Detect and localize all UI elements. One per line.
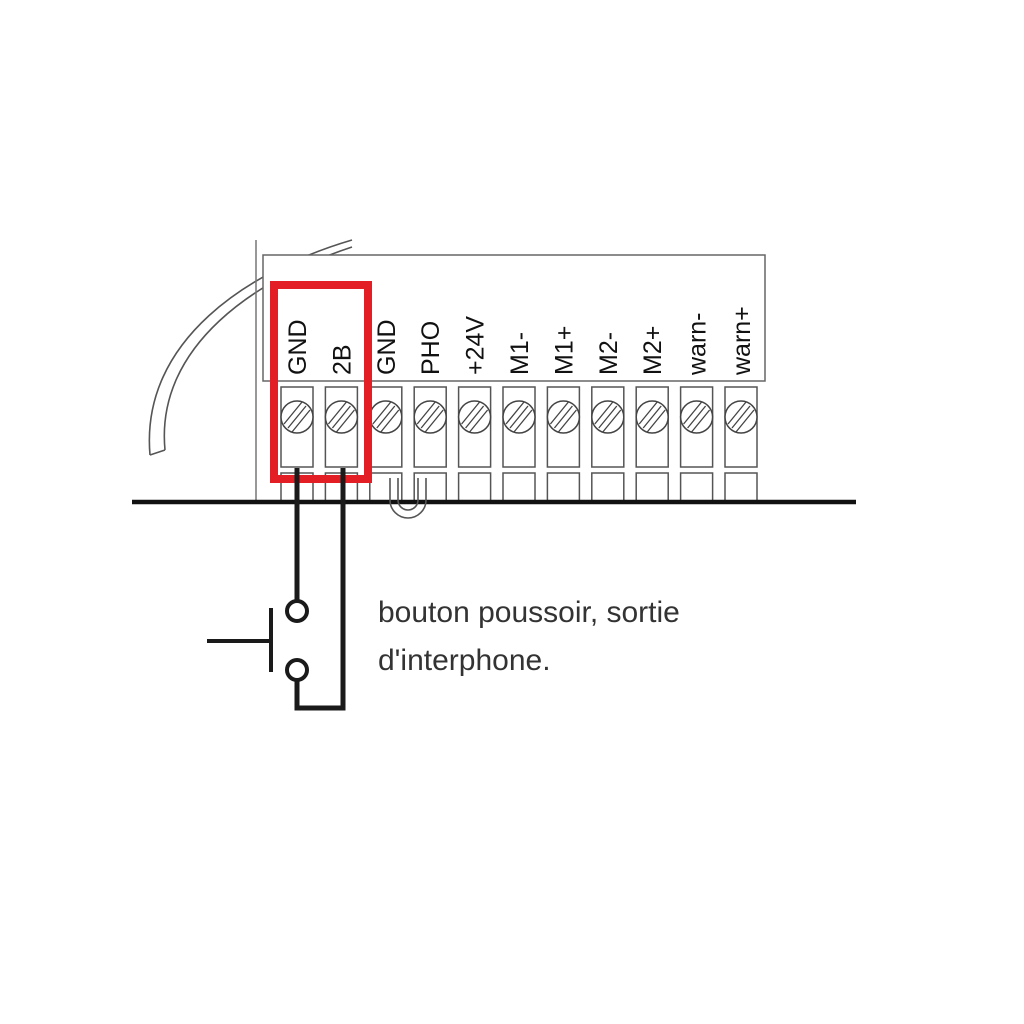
jumper-loop — [389, 478, 427, 519]
terminal-warn-9: warn- — [679, 312, 714, 503]
terminal-base — [546, 472, 581, 503]
terminal-warn-10: warn+ — [724, 306, 758, 503]
terminal-label: PHO — [417, 321, 445, 375]
terminal-m2-7: M2- — [591, 332, 625, 503]
terminal-m1-5: M1- — [502, 332, 536, 503]
terminal-label: GND — [373, 319, 401, 375]
terminal-label: GND — [284, 319, 312, 375]
wire-2b — [294, 468, 346, 711]
highlight-box — [270, 281, 372, 483]
terminal-label: M1+ — [550, 326, 578, 375]
cable — [148, 239, 353, 456]
terminal-base — [369, 472, 403, 503]
terminal-base — [457, 472, 492, 503]
terminal-m2-8: M2+ — [635, 326, 669, 503]
terminal-base — [635, 472, 669, 503]
terminal-label: +24V — [462, 316, 490, 375]
terminal-base — [591, 472, 625, 503]
terminal-label: M1- — [506, 332, 534, 375]
terminal-24v-4: +24V — [457, 316, 492, 503]
terminal-base — [679, 472, 714, 503]
label-panel — [262, 254, 766, 382]
terminal-label: 2B — [328, 344, 356, 375]
switch-contact-bottom — [285, 658, 309, 682]
terminal-label: warn- — [684, 312, 712, 376]
caption-line-1: bouton poussoir, sortie — [378, 596, 680, 629]
terminal-label: warn+ — [728, 306, 756, 376]
terminal-label: M2+ — [639, 326, 667, 375]
terminal-label: M2- — [595, 332, 623, 375]
terminal-base — [724, 472, 758, 503]
caption-line-2: d'interphone. — [378, 644, 551, 677]
terminal-gnd-2: GND — [369, 319, 403, 503]
terminal-base — [413, 472, 447, 503]
terminal-m1-6: M1+ — [546, 326, 581, 503]
terminal-pho-3: PHO — [413, 321, 447, 503]
terminal-base — [502, 472, 536, 503]
switch-contact-top — [285, 599, 309, 623]
